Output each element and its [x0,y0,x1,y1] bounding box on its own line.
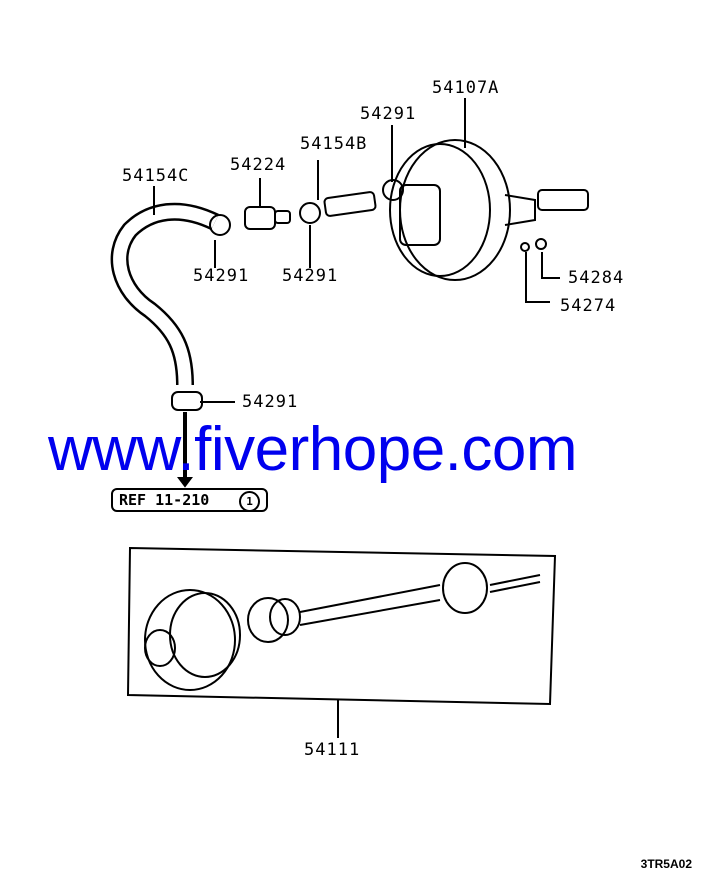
label-clip-left: 54291 [193,266,250,286]
watermark: www.fiverhope.com [48,415,578,484]
nut [535,238,547,250]
label-pipe: 54154B [300,134,368,154]
clip-bottom [171,391,203,411]
label-washer: 54274 [560,296,617,316]
brake-booster [399,139,511,281]
reference-circle-number: 1 [239,491,260,512]
check-valve [244,206,276,230]
reference-box: REF 11-210 1 [111,488,268,512]
label-check-valve: 54224 [230,155,287,175]
label-clip-mid: 54291 [282,266,339,286]
clip-left [209,214,231,236]
label-clip-top: 54291 [360,104,417,124]
pipe-54154B [323,191,377,217]
diagram-code: 3TR5A02 [640,857,692,871]
clip-mid [299,202,321,224]
repair-kit-box [126,546,557,706]
label-booster: 54107A [432,78,500,98]
reference-text: REF 11-210 [119,491,210,509]
label-nut: 54284 [568,268,625,288]
label-clip-bottom: 54291 [242,392,299,412]
label-hose: 54154C [122,166,190,186]
washer [520,242,530,252]
label-kit: 54111 [304,740,361,760]
